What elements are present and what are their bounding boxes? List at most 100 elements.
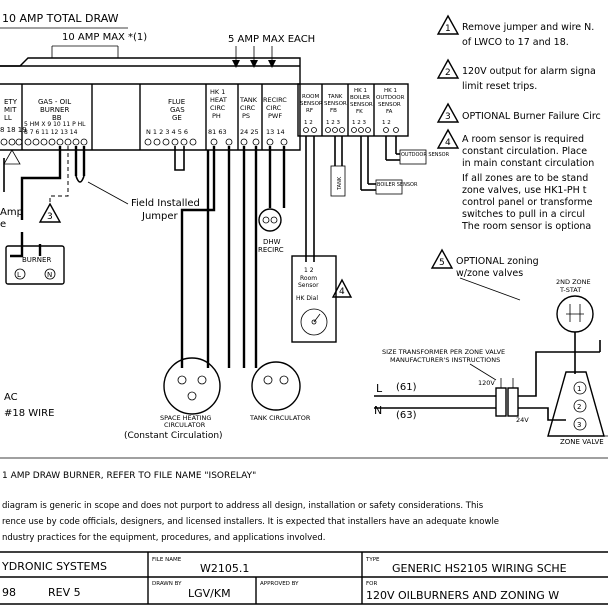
note-5-marker — [430, 248, 454, 269]
outdoor-sensor-probe: OUTDOOR SENSOR — [385, 136, 450, 165]
burner: BURNER L N — [5, 245, 65, 285]
gas-oil-burner-module: GAS - OIL BURNER BB 5 HM X 9 10 11 P HL … — [24, 98, 86, 136]
company-name: YDRONIC SYSTEMS — [1, 560, 107, 573]
note-2-line: 120V output for alarm signa — [462, 66, 596, 77]
marker-2-triangle — [3, 149, 21, 165]
module-pins: 1 2 — [304, 120, 313, 126]
line-l-label: L — [376, 382, 383, 395]
recirc-circ-module: RECIRC CIRC PWF 13 14 — [263, 96, 287, 136]
module-label: FLUE — [168, 98, 185, 106]
tank-sensor-module: TANK SENSOR FB 1 2 3 — [324, 94, 347, 126]
note-4-marker — [436, 128, 460, 149]
note-4-line: switches to pull in a circul — [462, 209, 585, 220]
module-label: FA — [386, 109, 393, 115]
v24-label: 24V — [516, 416, 529, 424]
note-5-number: 5 — [439, 258, 445, 268]
amp-text: Amp — [0, 207, 23, 218]
module-label: SENSOR — [350, 102, 373, 108]
note-4-line: in main constant circulation — [462, 158, 594, 169]
module-label: OUTDOOR — [376, 95, 405, 101]
note-3-marker — [436, 102, 460, 123]
line-n-number: (63) — [396, 410, 417, 421]
note-3-number: 3 — [445, 112, 451, 122]
marker-4-dial-triangle — [331, 278, 353, 298]
wire-label: #18 WIRE — [4, 408, 54, 419]
arrow-heads — [232, 60, 276, 68]
module-label: TANK — [239, 96, 258, 104]
type-label: TYPE — [365, 557, 380, 563]
module-pins: 13 14 — [266, 128, 285, 136]
room-sensor-label-2: Sensor — [298, 282, 319, 289]
note-4-line: control panel or transforme — [462, 197, 593, 208]
note-4-number: 4 — [445, 138, 451, 148]
module-pins: 8 18 19 — [0, 126, 27, 134]
module-label: MIT — [4, 106, 17, 114]
note-1-marker — [436, 14, 460, 35]
module-label: SENSOR — [300, 101, 323, 107]
marker-3-number: 3 — [47, 212, 53, 222]
module-label: BB — [52, 114, 62, 122]
space-heating-label: SPACE HEATING — [160, 414, 211, 422]
boiler-sensor-tag: BOILER SENSOR — [377, 182, 418, 188]
module-label: SENSOR — [378, 102, 401, 108]
drawn-by: LGV/KM — [188, 587, 231, 600]
constant-circ-label: (Constant Circulation) — [124, 431, 223, 441]
outdoor-sensor-module: HK 1 OUTDOOR SENSOR FA 1 2 — [376, 88, 405, 126]
module-label: BOILER — [350, 95, 370, 101]
module-label: FK — [356, 109, 363, 115]
size-transformer-label: SIZE TRANSFORMER PER ZONE VALVE — [382, 348, 505, 356]
for-value: 120V OILBURNERS AND ZONING W — [366, 589, 559, 602]
burner-terminal-n: N — [47, 271, 52, 279]
module-label: CIRC — [240, 104, 256, 112]
room-sensor-label: Room — [300, 275, 317, 282]
note-4-line: The room sensor is optiona — [461, 221, 591, 232]
module-strip — [0, 57, 301, 151]
disclaimer-line: ndustry practices for the equipment, pro… — [2, 533, 325, 543]
zone-transformer: 120V 24V — [478, 351, 600, 424]
ac-label: AC — [4, 392, 18, 403]
note-2-marker — [436, 58, 460, 79]
drawing-date: 98 — [2, 586, 16, 599]
module-pins: 1 2 3 — [352, 120, 366, 126]
file-name: W2105.1 — [200, 562, 249, 575]
flue-gas-module: FLUE GAS GE N 1 2 3 4 5 6 — [146, 98, 188, 136]
sensor-terminals — [303, 127, 399, 133]
note-4-line: If all zones are to be stand — [462, 173, 588, 184]
hk1-heat-circ-module: HK 1 HEAT CIRC PH 81 63 — [208, 88, 227, 136]
burner-label: BURNER — [22, 256, 51, 264]
marker-4-number: 4 — [339, 287, 345, 297]
size-transformer-label-2: MANUFACTURER'S INSTRUCTIONS — [390, 356, 500, 364]
module-pins: 24 25 — [240, 128, 259, 136]
module-pins: 8 7 6 11 12 13 14 — [24, 129, 78, 136]
module-label: SENSOR — [324, 101, 347, 107]
space-heating-label-2: CIRCULATOR — [164, 421, 206, 429]
notes-list: 1 Remove jumper and wire N. of LWCO to 1… — [430, 14, 601, 301]
zone-valve: 1 2 3 ZONE VALVE — [547, 371, 608, 446]
module-label: HK 1 — [384, 88, 397, 94]
field-jumper-label: Field Installed — [131, 198, 200, 209]
module-label: GAS — [170, 106, 185, 114]
tank-sensor-probe: TANK — [330, 136, 346, 197]
field-jumper-label-2: Jumper — [141, 211, 179, 222]
zone-tstat: 2ND ZONE T-STAT — [556, 278, 601, 374]
zone-valve-terminal: 2 — [577, 403, 581, 411]
module-label: CIRC — [266, 104, 282, 112]
module-label: BURNER — [40, 106, 69, 114]
module-label: CIRC — [210, 104, 226, 112]
room-sensor-pins: 1 2 — [304, 267, 314, 274]
note-2-number: 2 — [445, 68, 451, 78]
note-1-line: Remove jumper and wire N. — [462, 22, 594, 33]
line-n-label: N — [374, 404, 382, 417]
terminal-row — [0, 138, 288, 146]
tstat-label: 2ND ZONE — [556, 278, 591, 286]
for-label: FOR — [366, 581, 377, 587]
v120-label: 120V — [478, 379, 495, 387]
approved-by-label: APPROVED BY — [260, 581, 299, 587]
title-block: YDRONIC SYSTEMS 98 REV 5 FILE NAME W2105… — [0, 551, 608, 605]
module-label: GAS - OIL — [38, 98, 71, 106]
module-label: PS — [242, 112, 250, 120]
note-4-line: constant circulation. Place — [462, 146, 587, 157]
module-label: PH — [212, 112, 221, 120]
tank-sensor-tag: TANK — [337, 176, 343, 191]
amp-text-2: e — [0, 219, 6, 230]
